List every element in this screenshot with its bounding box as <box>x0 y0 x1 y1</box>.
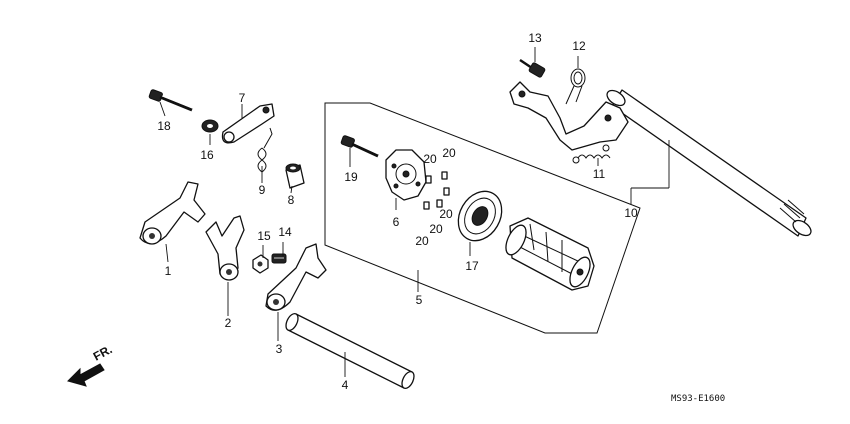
callout-7: 7 <box>239 91 246 105</box>
bolt-19 <box>340 135 379 158</box>
callout-20b: 20 <box>442 146 456 160</box>
callout-20d: 20 <box>429 222 443 236</box>
callout-11: 11 <box>593 167 606 181</box>
shift-fork-1 <box>139 181 206 245</box>
spring-12 <box>565 68 586 105</box>
bearing-17 <box>457 190 503 242</box>
callout-4: 4 <box>342 378 349 392</box>
spring-9 <box>257 127 273 173</box>
callout-16: 16 <box>200 148 214 162</box>
callout-20c: 20 <box>439 207 453 221</box>
shift-drum <box>505 217 595 291</box>
callout-1: 1 <box>165 264 172 278</box>
shift-fork-3 <box>265 243 327 311</box>
callout-13: 13 <box>528 31 542 45</box>
callout-6: 6 <box>393 215 400 229</box>
bolt-18 <box>148 89 193 112</box>
pin-14 <box>271 253 287 264</box>
stopper-arm-7 <box>221 103 275 144</box>
callout-18: 18 <box>157 119 171 133</box>
drum-assembly-outline <box>324 102 641 334</box>
callout-17: 17 <box>465 259 479 273</box>
callout-15: 15 <box>257 229 271 243</box>
front-direction-indicator: FR. <box>67 342 115 387</box>
leader-lines <box>159 47 670 377</box>
callout-10: 10 <box>624 206 638 220</box>
drum-center-6 <box>385 149 427 201</box>
callout-numbers: 1 2 3 4 5 6 7 8 9 10 11 12 13 14 15 16 1… <box>157 31 638 392</box>
callout-20e: 20 <box>415 234 429 248</box>
shift-fork-2 <box>205 215 245 281</box>
callout-3: 3 <box>276 342 283 356</box>
washer-16 <box>201 119 219 133</box>
callout-12: 12 <box>572 39 586 53</box>
front-arrow-icon <box>67 363 105 387</box>
callout-20a: 20 <box>423 152 437 166</box>
gearshift-spindle-10 <box>509 81 812 237</box>
callout-14: 14 <box>278 225 292 239</box>
front-label: FR. <box>91 342 115 363</box>
collar-8 <box>285 163 305 189</box>
spring-11 <box>572 144 611 164</box>
callout-19: 19 <box>344 170 358 184</box>
callout-8: 8 <box>288 193 295 207</box>
drawing-code: MS93-E1600 <box>671 394 725 404</box>
fork-shaft-4 <box>285 312 415 390</box>
nut-15 <box>252 254 269 274</box>
pins-20 <box>423 171 450 210</box>
callout-5: 5 <box>416 293 423 307</box>
callout-2: 2 <box>225 316 232 330</box>
callout-9: 9 <box>259 183 266 197</box>
bolt-13 <box>519 58 546 78</box>
